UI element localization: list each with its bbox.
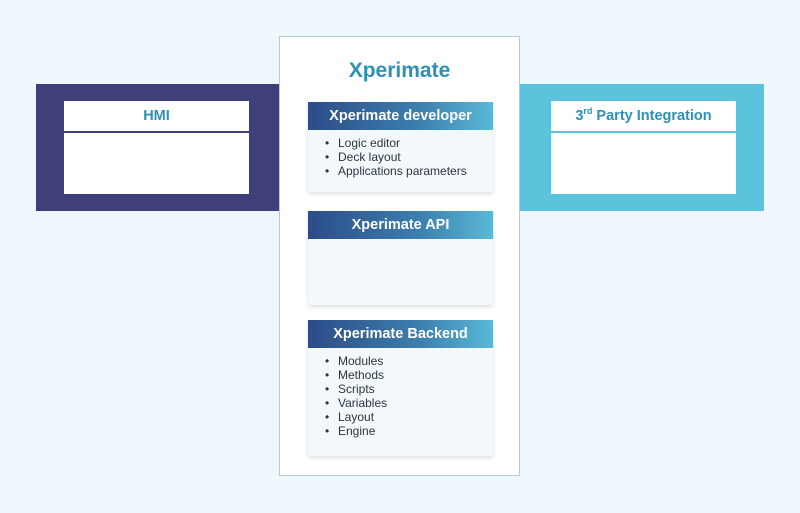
list-item: Layout [325,410,493,424]
list-item: Modules [325,354,493,368]
list-item: Variables [325,396,493,410]
list-item: Methods [325,368,493,382]
developer-card-header: Xperimate developer [308,102,493,130]
list-item: Engine [325,424,493,438]
api-card: Xperimate API [308,211,493,305]
api-card-body [308,239,493,305]
third-party-title: 3rd Party Integration [551,101,736,133]
developer-feature-list: Logic editor Deck layout Applications pa… [308,130,493,184]
developer-card: Xperimate developer Logic editor Deck la… [308,102,493,192]
backend-card-header: Xperimate Backend [308,320,493,348]
third-party-title-rest: Party Integration [592,108,712,124]
xperimate-title: Xperimate [348,59,451,82]
backend-feature-list: Modules Methods Scripts Variables Layout… [308,348,493,444]
third-party-title-superscript: rd [583,106,593,117]
list-item: Scripts [325,382,493,396]
list-item: Logic editor [325,136,493,150]
list-item: Deck layout [325,150,493,164]
xperimate-panel: Xperimate Xperimate developer Logic edit… [279,36,520,476]
list-item: Applications parameters [325,164,493,178]
backend-card: Xperimate Backend Modules Methods Script… [308,320,493,456]
third-party-panel: 3rd Party Integration [551,101,736,194]
hmi-panel: HMI [64,101,249,194]
third-party-title-prefix: 3 [575,108,584,124]
hmi-title: HMI [64,101,249,133]
api-card-header: Xperimate API [308,211,493,239]
